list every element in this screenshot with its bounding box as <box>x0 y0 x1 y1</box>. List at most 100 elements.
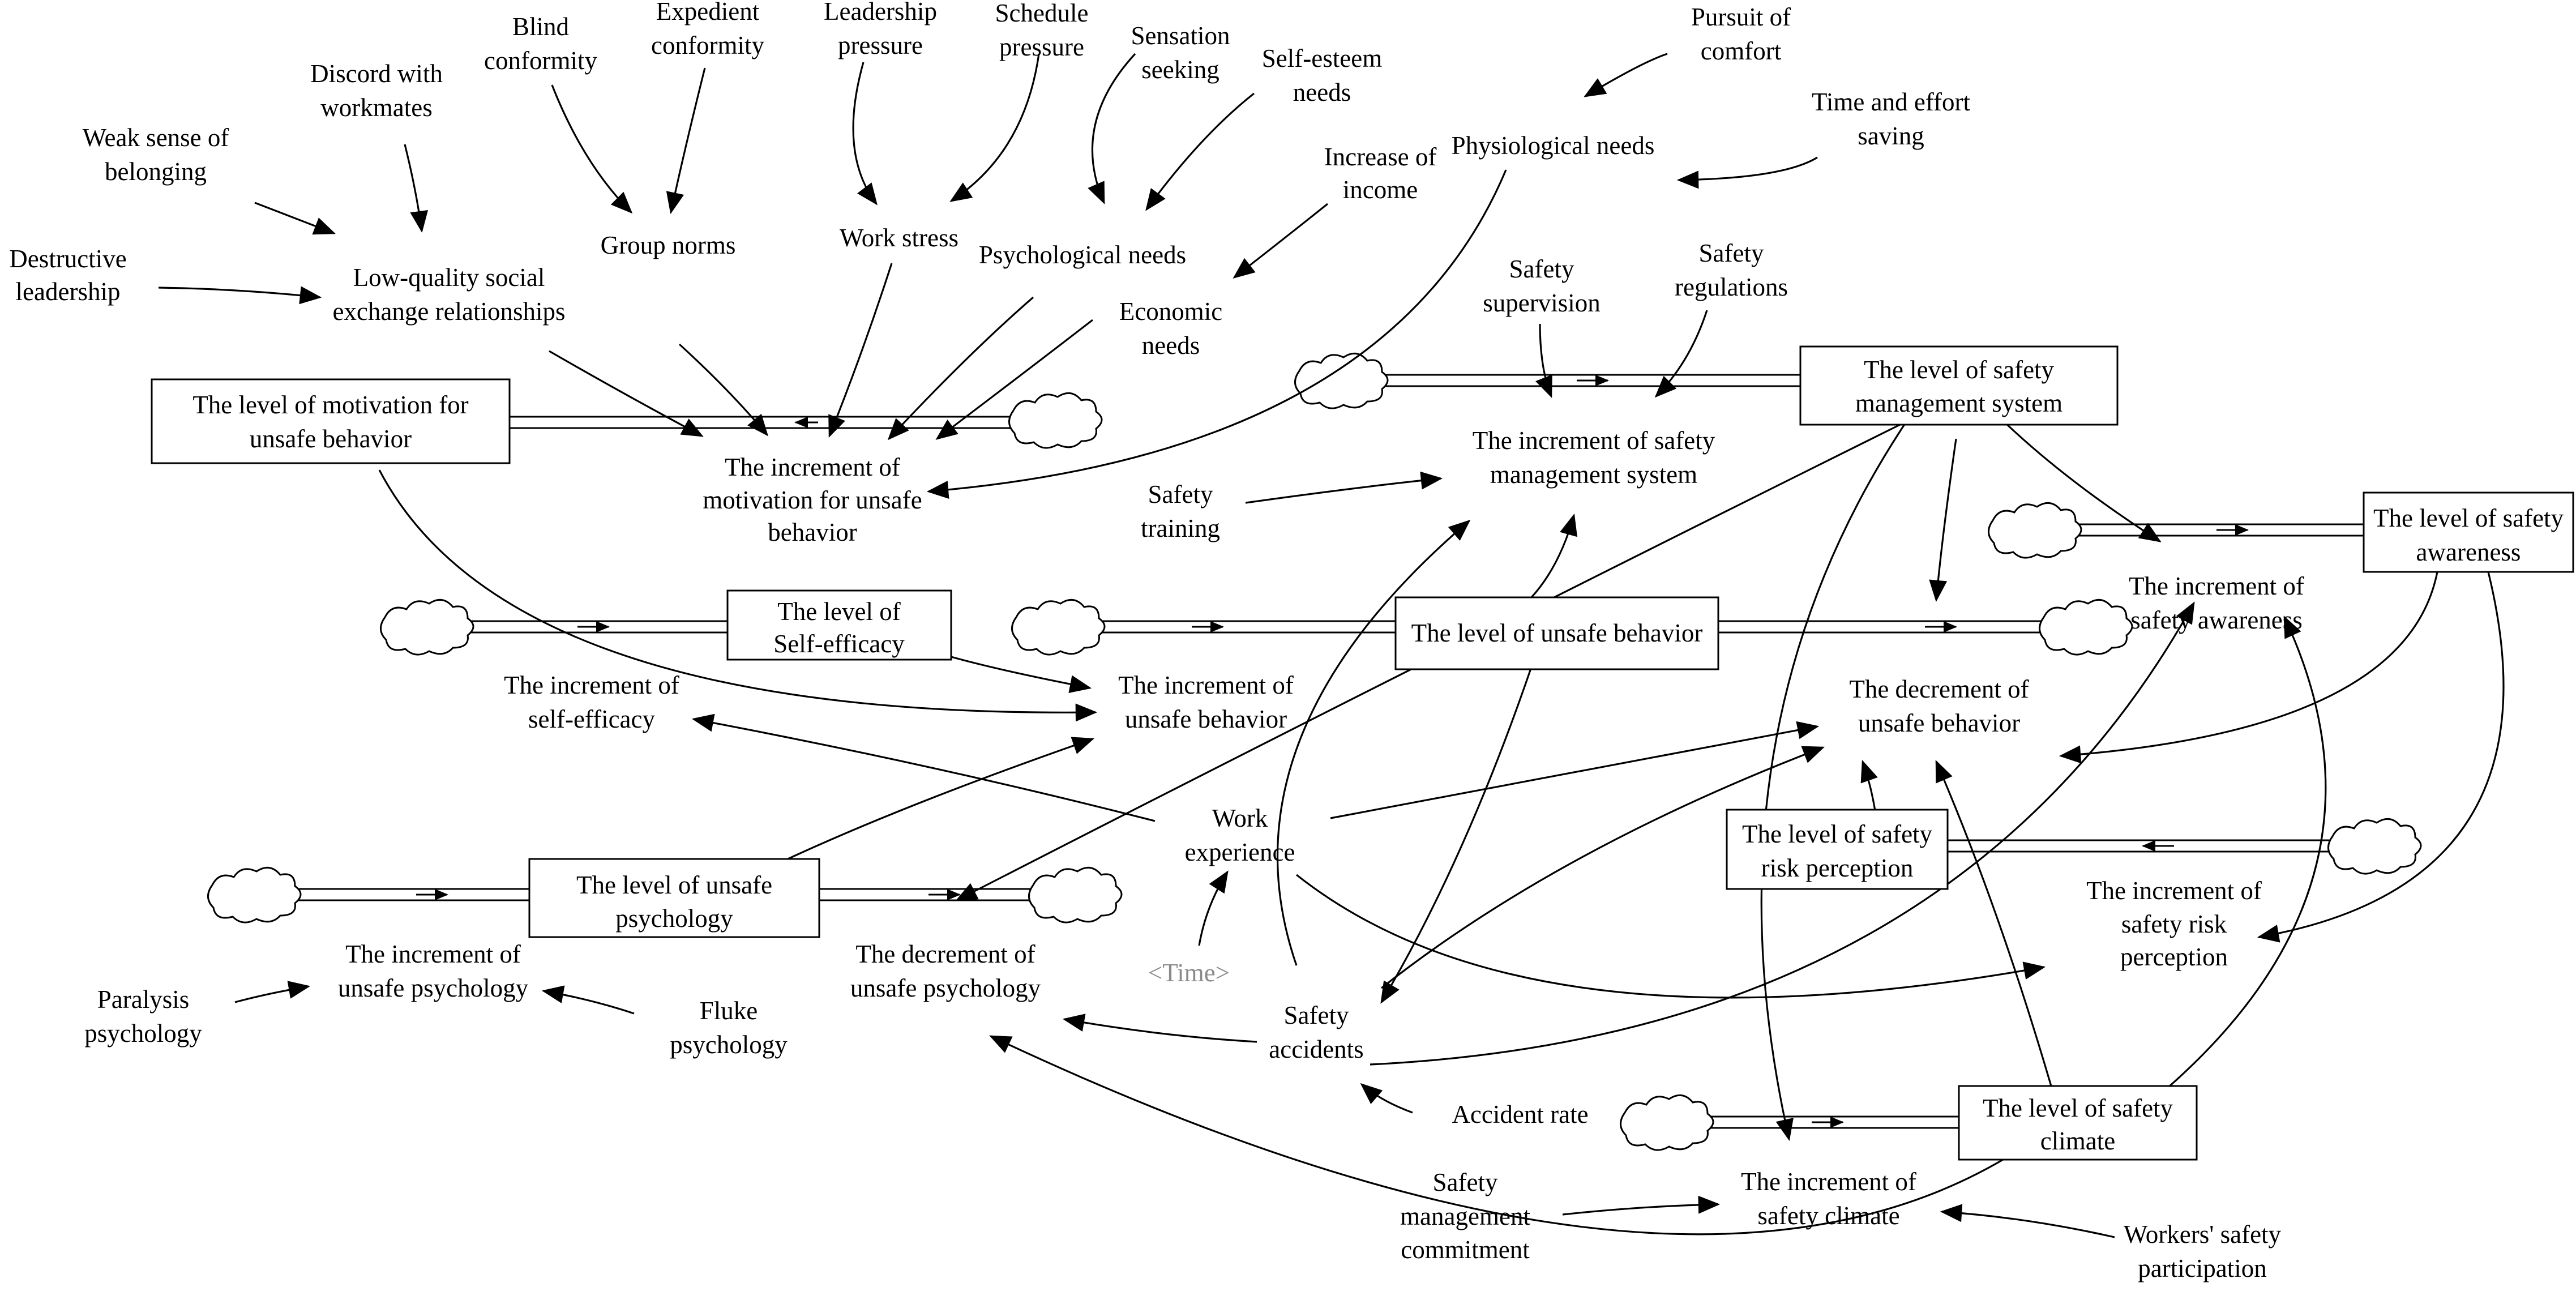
flow-inc-self-efficacy-line2: self-efficacy <box>528 705 656 733</box>
cloud-source-risk-perception <box>2327 818 2422 875</box>
var-schedule-pressure-line1: Schedule <box>995 0 1089 27</box>
var-workers-participation-line2: participation <box>2138 1254 2266 1282</box>
var-fluke-line2: psychology <box>670 1031 788 1059</box>
flow-inc-unsafe-behavior-line1: The increment of <box>1118 671 1294 699</box>
var-safety-regulations-line1: Safety <box>1699 239 1764 267</box>
flow-inc-unsafe-psychology-line1: The increment of <box>345 940 521 968</box>
stock-box-unsafe-behavior <box>1394 596 1719 670</box>
cloud-sink-unsafe-psychology <box>1028 866 1123 924</box>
flow-inc-risk-perception-line1: The increment of <box>2086 877 2262 905</box>
stock-motivation-line2: unsafe behavior <box>250 425 412 453</box>
var-time-effort-line1: Time and effort <box>1812 88 1970 116</box>
var-schedule-pressure-line2: pressure <box>999 33 1084 61</box>
var-time-effort-line2: saving <box>1858 122 1924 150</box>
var-economic-needs-line2: needs <box>1142 331 1200 360</box>
stocks <box>151 345 2574 1161</box>
var-work-experience-line2: experience <box>1185 838 1295 866</box>
stock-safety-mgmt-line2: management system <box>1855 389 2062 417</box>
var-psych-needs: Psychological needs <box>979 241 1186 269</box>
var-group-norms: Group norms <box>601 231 736 259</box>
variable-labels: Destructive leadership Weak sense of bel… <box>9 0 2281 1282</box>
stock-box-risk-perception <box>1726 809 1949 890</box>
flow-labels: The increment of motivation for unsafe b… <box>338 426 2304 1230</box>
stock-unsafe-psychology-line2: psychology <box>615 904 733 933</box>
stock-self-efficacy-line2: Self-efficacy <box>773 630 905 658</box>
var-mgmt-commitment-line1: Safety <box>1433 1168 1498 1196</box>
var-discord-line2: workmates <box>320 93 432 122</box>
stock-self-efficacy-line1: The level of <box>777 597 900 626</box>
cloud-source-unsafe-psychology <box>207 866 302 924</box>
flow-dec-unsafe-psychology-line2: unsafe psychology <box>850 974 1041 1002</box>
clouds <box>207 352 2422 1151</box>
stock-safety-mgmt-line1: The level of safety <box>1864 356 2055 384</box>
var-weak-belonging-line2: belonging <box>105 157 207 186</box>
flow-dec-unsafe-behavior-line1: The decrement of <box>1849 675 2029 703</box>
var-safety-supervision-line1: Safety <box>1509 255 1574 283</box>
flow-inc-safety-awareness-line2: safety awareness <box>2130 606 2303 634</box>
cloud-source-safety-climate <box>1620 1094 1714 1151</box>
var-low-quality-line1: Low-quality social <box>353 263 545 292</box>
stock-safety-awareness-line2: awareness <box>2416 538 2521 566</box>
var-accident-rate: Accident rate <box>1452 1100 1588 1128</box>
flow-inc-motivation-line2: motivation for unsafe <box>703 486 922 514</box>
var-low-quality-line2: exchange relationships <box>332 297 565 326</box>
var-destructive-leadership-line2: leadership <box>16 277 121 306</box>
var-mgmt-commitment-line2: management <box>1400 1202 1530 1230</box>
flow-dec-unsafe-psychology-line1: The decrement of <box>855 940 1035 968</box>
stock-box-self-efficacy <box>726 589 952 661</box>
var-self-esteem-line1: Self-esteem <box>1262 44 1382 72</box>
var-discord-line1: Discord with <box>310 59 443 88</box>
var-workers-participation-line1: Workers' safety <box>2124 1220 2282 1249</box>
stock-box-motivation <box>151 378 511 464</box>
var-sensation-seeking-line1: Sensation <box>1131 22 1230 50</box>
var-time-shadow: <Time> <box>1148 959 1230 987</box>
flow-inc-safety-climate-line1: The increment of <box>1741 1168 1916 1196</box>
stock-unsafe-behavior-line1: The level of unsafe behavior <box>1411 619 1703 647</box>
stock-box-unsafe-psychology <box>528 858 820 938</box>
var-sensation-seeking-line2: seeking <box>1141 55 1219 84</box>
var-mgmt-commitment-line3: commitment <box>1401 1235 1530 1264</box>
var-economic-needs-line1: Economic <box>1119 297 1222 326</box>
stock-safety-awareness-line1: The level of safety <box>2373 504 2564 532</box>
causal-links <box>158 53 2505 1238</box>
flow-inc-risk-perception-line2: safety risk <box>2121 910 2227 938</box>
stock-safety-climate-line2: climate <box>2040 1127 2115 1155</box>
var-safety-accidents-line2: accidents <box>1269 1035 1363 1063</box>
var-weak-belonging-line1: Weak sense of <box>83 123 229 152</box>
var-pursuit-comfort-line1: Pursuit of <box>1691 3 1791 31</box>
var-pursuit-comfort-line2: comfort <box>1701 37 1782 65</box>
cloud-source-self-efficacy <box>380 598 474 656</box>
var-paralysis-line2: psychology <box>84 1019 202 1048</box>
flow-pipes <box>289 374 2364 1129</box>
flow-inc-safety-mgmt-line2: management system <box>1490 460 1697 489</box>
stock-box-safety-climate <box>1958 1085 2198 1161</box>
stock-safety-climate-line1: The level of safety <box>1983 1094 2173 1122</box>
var-work-stress: Work stress <box>840 224 958 252</box>
stock-unsafe-psychology-line1: The level of unsafe <box>576 871 772 899</box>
stock-motivation-line1: The level of motivation for <box>192 391 468 419</box>
var-blind-conformity-line1: Blind <box>512 12 569 41</box>
stock-labels: The level of motivation for unsafe behav… <box>192 356 2564 1155</box>
var-paralysis-line1: Paralysis <box>97 985 190 1014</box>
var-expedient-conformity-line2: conformity <box>651 31 764 59</box>
cloud-source-safety-awareness <box>1988 502 2082 559</box>
var-work-experience-line1: Work <box>1212 804 1268 832</box>
var-safety-accidents-line1: Safety <box>1284 1001 1349 1029</box>
cloud-source-unsafe-behavior <box>1011 598 1106 656</box>
stock-risk-perception-line1: The level of safety <box>1742 820 1933 848</box>
flow-inc-safety-mgmt-line1: The increment of safety <box>1473 426 1715 455</box>
var-blind-conformity-line2: conformity <box>484 46 597 75</box>
var-expedient-conformity-line1: Expedient <box>656 0 760 25</box>
flow-inc-risk-perception-line3: perception <box>2120 943 2228 971</box>
var-fluke-line1: Fluke <box>700 997 758 1025</box>
flow-inc-unsafe-behavior-line2: unsafe behavior <box>1125 705 1287 733</box>
flow-inc-motivation-line1: The increment of <box>725 453 900 481</box>
var-safety-regulations-line2: regulations <box>1675 273 1788 301</box>
cloud-source-safety-mgmt <box>1294 352 1389 409</box>
flow-inc-safety-awareness-line1: The increment of <box>2129 572 2304 600</box>
var-self-esteem-line2: needs <box>1293 78 1351 106</box>
var-safety-training-line2: training <box>1141 514 1220 542</box>
flow-dec-unsafe-behavior-line2: unsafe behavior <box>1858 709 2020 737</box>
var-leadership-pressure-line2: pressure <box>838 31 923 59</box>
